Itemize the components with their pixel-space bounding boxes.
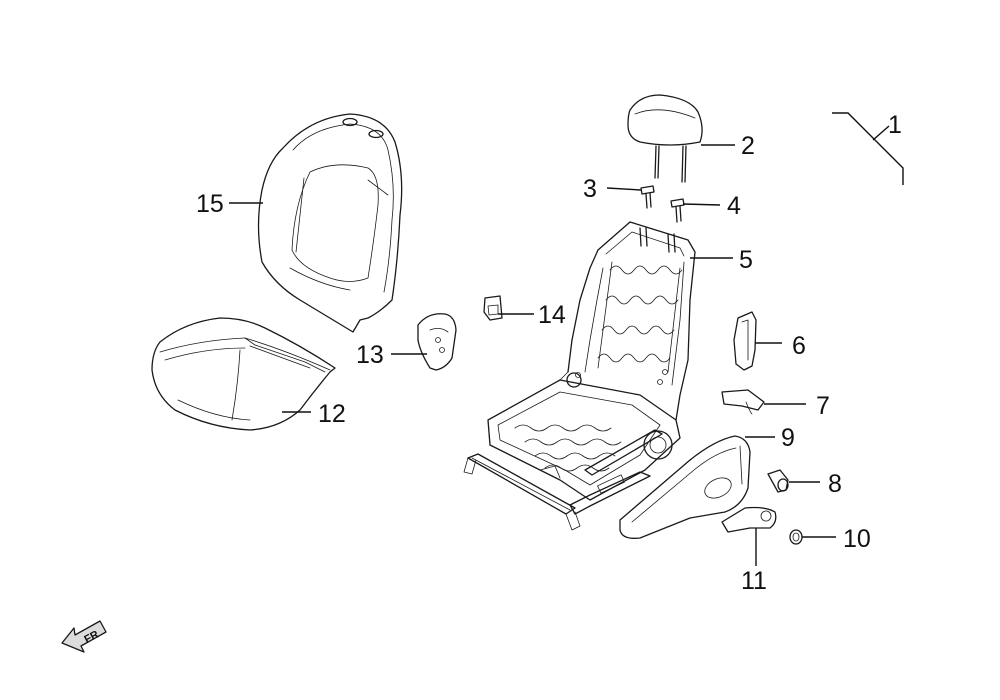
callout-5: 5 (739, 246, 753, 274)
callout-13: 13 (356, 341, 384, 369)
callout-7: 7 (816, 392, 830, 420)
callout-1: 1 (888, 111, 902, 139)
part-4-headrest-guide[interactable] (670, 198, 685, 223)
callout-labels: 1 2 3 4 5 6 7 8 9 10 11 12 13 14 15 (196, 111, 902, 595)
callout-15: 15 (196, 190, 224, 218)
part-15-seatback-cover[interactable] (257, 113, 403, 333)
part-3-headrest-guide[interactable] (640, 185, 655, 209)
leader-lines (229, 112, 904, 566)
part-5-seat-frame[interactable] (463, 221, 696, 531)
part-7-hinge-cover[interactable] (721, 389, 765, 415)
part-9-outer-shield[interactable] (619, 435, 751, 539)
callout-10: 10 (843, 525, 871, 553)
callout-3: 3 (583, 175, 597, 203)
callout-8: 8 (828, 470, 842, 498)
callout-12: 12 (318, 400, 346, 428)
part-10-cap[interactable] (789, 529, 803, 545)
callout-6: 6 (792, 332, 806, 360)
part-6-back-side-cover[interactable] (733, 311, 757, 371)
callout-11: 11 (741, 567, 767, 595)
front-arrow-icon: FR (61, 620, 107, 653)
part-11-recline-lever[interactable] (721, 506, 777, 533)
callout-2: 2 (741, 132, 755, 160)
part-14-bracket[interactable] (483, 295, 503, 321)
part-12-cushion-cover[interactable] (151, 317, 336, 431)
callout-4: 4 (727, 192, 741, 220)
callout-14: 14 (538, 301, 566, 329)
part-8-cap[interactable] (767, 469, 789, 493)
part-2-headrest[interactable] (627, 94, 703, 183)
callout-9: 9 (781, 424, 795, 452)
part-13-inner-cover[interactable] (417, 313, 457, 371)
